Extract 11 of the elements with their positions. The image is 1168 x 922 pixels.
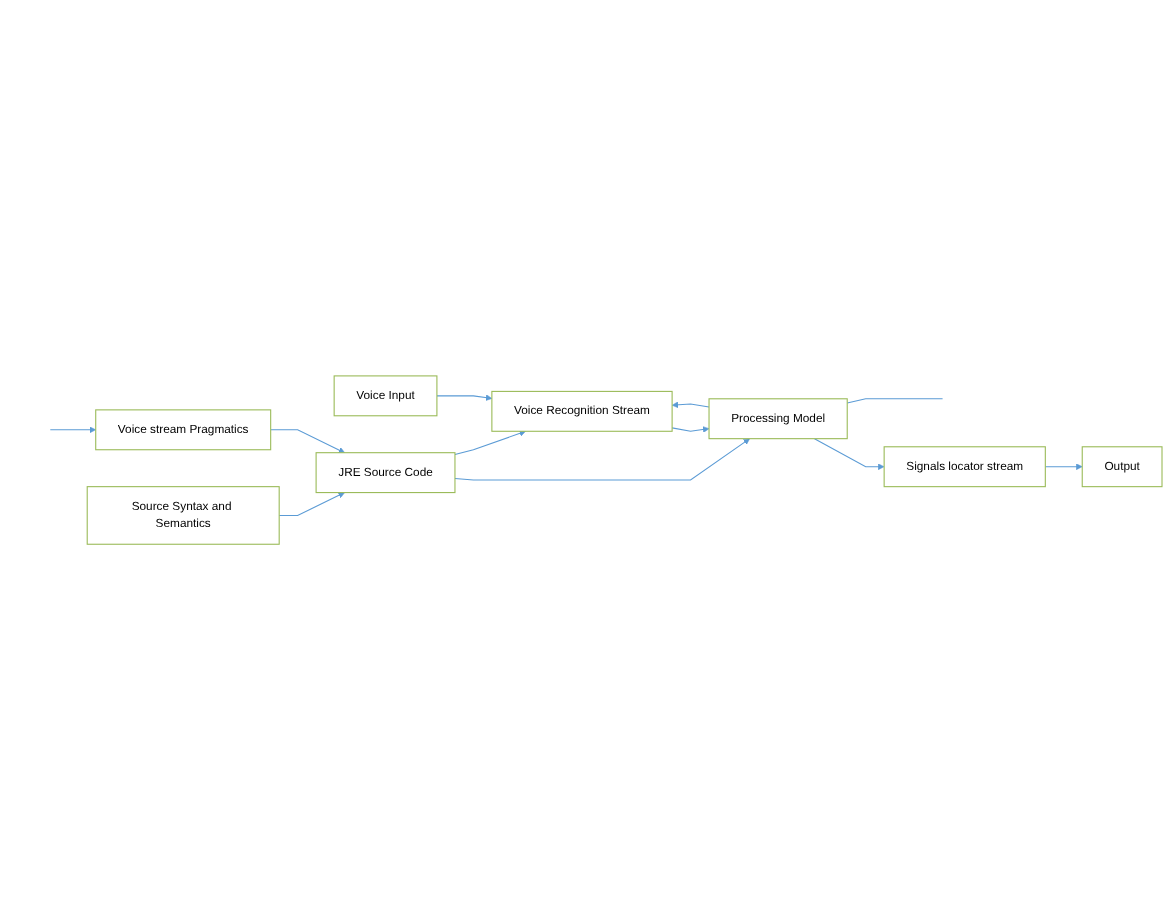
arrow	[278, 493, 345, 517]
arrow	[671, 427, 710, 434]
arrow	[49, 427, 96, 434]
arrow	[813, 439, 885, 471]
arrow	[671, 402, 710, 409]
arrow	[436, 395, 493, 402]
arrow	[454, 439, 750, 482]
arrow	[454, 431, 526, 456]
arrow	[1044, 464, 1083, 471]
connector	[846, 399, 944, 405]
arrow	[270, 430, 345, 454]
